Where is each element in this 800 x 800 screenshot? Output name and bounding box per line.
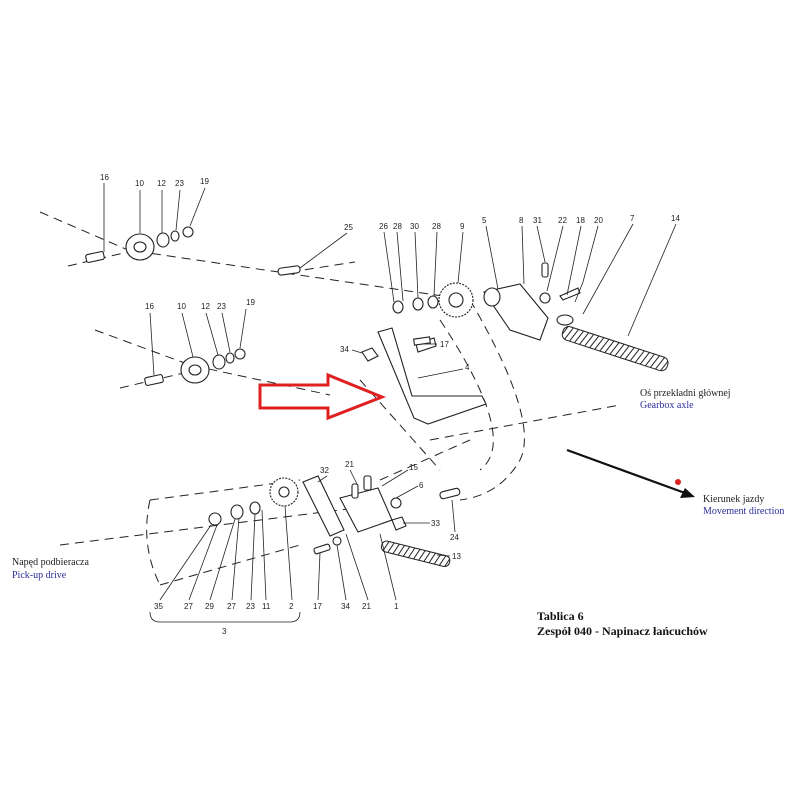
pin-25 (277, 265, 301, 276)
callout-33: 33 (431, 519, 440, 528)
pickup-label-pl: Napęd podbieracza (12, 557, 89, 568)
highlight-arrow (258, 372, 387, 421)
callout-19-top: 19 (200, 177, 209, 186)
callout-8: 8 (519, 216, 524, 225)
callout-30: 30 (410, 222, 419, 231)
callout-1: 1 (394, 602, 399, 611)
callout-21-bottom: 21 (362, 602, 371, 611)
center-lines (39, 211, 621, 546)
bracket-8-group (483, 262, 584, 341)
callout-23-bottom: 23 (246, 602, 255, 611)
lower-sprocket-group (208, 475, 461, 555)
callout-25: 25 (344, 223, 353, 232)
callout-4: 4 (465, 363, 470, 372)
callout-10-mid: 10 (177, 302, 186, 311)
callout-22: 22 (558, 216, 567, 225)
callout-12-mid: 12 (201, 302, 210, 311)
gearbox-label-pl: Oś przekładni głównej (640, 388, 731, 399)
callout-16-mid: 16 (145, 302, 154, 311)
movement-label-pl: Kierunek jazdy (703, 494, 764, 505)
callout-32: 32 (320, 466, 329, 475)
callout-23-top: 23 (175, 179, 184, 188)
callout-21-a: 21 (345, 460, 354, 469)
callout-18: 18 (576, 216, 585, 225)
callout-35: 35 (154, 602, 163, 611)
callout-17-bottom: 17 (313, 602, 322, 611)
tensioner-arm-4 (361, 327, 487, 425)
table-number: Tablica 6 (537, 609, 584, 623)
callout-34-mid: 34 (340, 345, 349, 354)
callout-26: 26 (379, 222, 388, 231)
callout-28-b: 28 (432, 222, 441, 231)
callout-19-mid: 19 (246, 298, 255, 307)
callout-12-top: 12 (157, 179, 166, 188)
callout-5: 5 (482, 216, 487, 225)
callout-numbers: 16 10 12 23 19 16 10 12 23 19 25 26 28 3… (100, 173, 680, 636)
callout-28-a: 28 (393, 222, 402, 231)
callout-24: 24 (450, 533, 459, 542)
callout-27-a: 27 (184, 602, 193, 611)
hub-assembly-top (85, 226, 194, 263)
spring-14 (556, 314, 669, 372)
callout-9: 9 (460, 222, 465, 231)
callout-2: 2 (289, 602, 294, 611)
callout-6: 6 (419, 481, 424, 490)
movement-arrow (566, 448, 695, 498)
gearbox-label-en: Gearbox axle (640, 400, 694, 411)
callout-31: 31 (533, 216, 542, 225)
spring-13 (380, 540, 451, 568)
callout-34-bottom: 34 (341, 602, 350, 611)
text-labels: Oś przekładni głównej Gearbox axle Kieru… (12, 388, 784, 638)
pickup-label-en: Pick-up drive (12, 570, 67, 581)
callout-20: 20 (594, 216, 603, 225)
hub-assembly-mid (144, 348, 246, 386)
callout-29: 29 (205, 602, 214, 611)
movement-label-en: Movement direction (703, 506, 784, 517)
callout-16-top: 16 (100, 173, 109, 182)
upper-sprocket-group (392, 282, 474, 318)
callout-11: 11 (262, 602, 271, 611)
callout-7: 7 (630, 214, 635, 223)
callout-17-mid: 17 (440, 340, 449, 349)
red-dot (675, 479, 681, 485)
callout-13: 13 (452, 552, 461, 561)
callout-23-mid: 23 (217, 302, 226, 311)
callout-14: 14 (671, 214, 680, 223)
leader-lines (103, 183, 677, 623)
callout-27-b: 27 (227, 602, 236, 611)
callout-10-top: 10 (135, 179, 144, 188)
table-title: Zespół 040 - Napinacz łańcuchów (537, 624, 708, 638)
callout-3: 3 (222, 627, 227, 636)
callout-15: 15 (409, 463, 418, 472)
